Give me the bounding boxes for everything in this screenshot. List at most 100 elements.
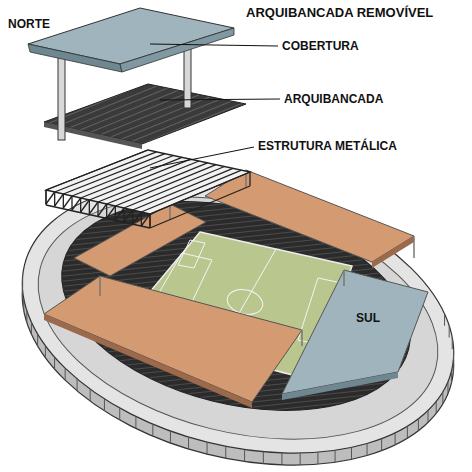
truss-member (72, 156, 174, 197)
truss-post (63, 194, 64, 208)
truss-member (107, 163, 208, 204)
truss-post (115, 206, 116, 220)
truss-member (46, 150, 148, 190)
truss-member (55, 194, 64, 206)
roof-edge (44, 314, 252, 408)
roof-east (205, 170, 414, 262)
seating-bowl (40, 168, 433, 444)
facade-rib (225, 446, 226, 458)
truss-member (55, 152, 157, 192)
truss-member (89, 159, 190, 200)
truss-post (89, 200, 90, 214)
truss-post (149, 214, 150, 228)
facade-rib (451, 371, 452, 383)
facade-rib (26, 310, 27, 322)
facade-rib (90, 389, 91, 401)
facade-rib (453, 349, 454, 361)
facade-rib (317, 452, 318, 464)
facade-rib (54, 357, 55, 369)
facade-rib (351, 447, 352, 459)
truss-member (98, 161, 199, 202)
column (58, 52, 65, 140)
facade-rib (381, 439, 382, 451)
facade-rib (447, 382, 448, 394)
facade-rib (135, 417, 136, 429)
roof-edge (282, 372, 398, 400)
truss-member (89, 202, 98, 214)
truss-member (63, 154, 165, 194)
compass-label: NORTE (8, 18, 50, 31)
truss-member (72, 198, 81, 210)
facade-rib (22, 287, 23, 299)
part-label: ESTRUTURA METÁLICA (258, 140, 397, 153)
facade-rib (152, 424, 153, 436)
truss-post (71, 196, 72, 210)
facade-rib (367, 443, 368, 455)
truss-post (54, 192, 55, 206)
facade-rib (244, 450, 245, 462)
truss-post (97, 202, 98, 216)
part-label: COBERTURA (282, 40, 359, 53)
truss-member (141, 170, 241, 212)
truss-member (98, 204, 107, 216)
facade-rib (444, 314, 445, 326)
facade-rib (449, 326, 450, 338)
facade-rib (104, 399, 105, 411)
concourse (12, 158, 463, 472)
part-label: ARQUIBANCADA (284, 93, 383, 106)
steel-truss (46, 150, 250, 228)
roof-edge (372, 236, 414, 268)
facade-rib (119, 408, 120, 420)
roof-south (282, 270, 428, 394)
truss-post (80, 198, 81, 212)
truss-member (81, 157, 182, 198)
truss-post (45, 190, 46, 204)
facade-rib (170, 431, 171, 443)
truss-member (46, 192, 55, 204)
facade-rib (281, 453, 282, 465)
truss-member (133, 168, 233, 210)
truss-member (115, 165, 216, 206)
facade-rib (453, 360, 454, 372)
truss-member (63, 196, 72, 208)
roof-cover (28, 8, 234, 140)
facade-rib (436, 402, 437, 414)
truss-member (150, 172, 250, 214)
truss-post (132, 210, 133, 224)
truss-member (124, 210, 133, 222)
facade-rib (428, 410, 429, 422)
facade-rib (22, 276, 23, 288)
facade-rib (207, 442, 208, 454)
truss-post (123, 208, 124, 222)
facade-rib (407, 426, 408, 438)
facade-rib (335, 450, 336, 462)
facade-ring (0, 141, 472, 472)
truss-post (106, 204, 107, 218)
facade-rib (31, 322, 32, 334)
truss-member (133, 212, 142, 224)
truss-member (81, 200, 90, 212)
facade-rib (188, 437, 189, 449)
facade-rib (37, 334, 38, 346)
title: ARQUIBANCADA REMOVÍVEL (246, 6, 433, 20)
facade-rib (45, 346, 46, 358)
facade-rib (65, 368, 66, 380)
facade-rib (452, 337, 453, 349)
facade-rib (300, 453, 301, 465)
stadium (0, 141, 472, 472)
facade-rib (418, 419, 419, 431)
compass-label: SUL (356, 312, 380, 325)
truss-post (141, 212, 142, 226)
truss-member (107, 206, 116, 218)
facade-rib (77, 379, 78, 391)
truss-member (115, 208, 124, 220)
facade-rib (23, 299, 24, 311)
stand-tier (44, 84, 246, 149)
truss-member (124, 167, 225, 209)
truss-member (141, 214, 150, 226)
roof-north (74, 204, 206, 276)
facade-rib (263, 452, 264, 464)
facade-rib (395, 433, 396, 445)
